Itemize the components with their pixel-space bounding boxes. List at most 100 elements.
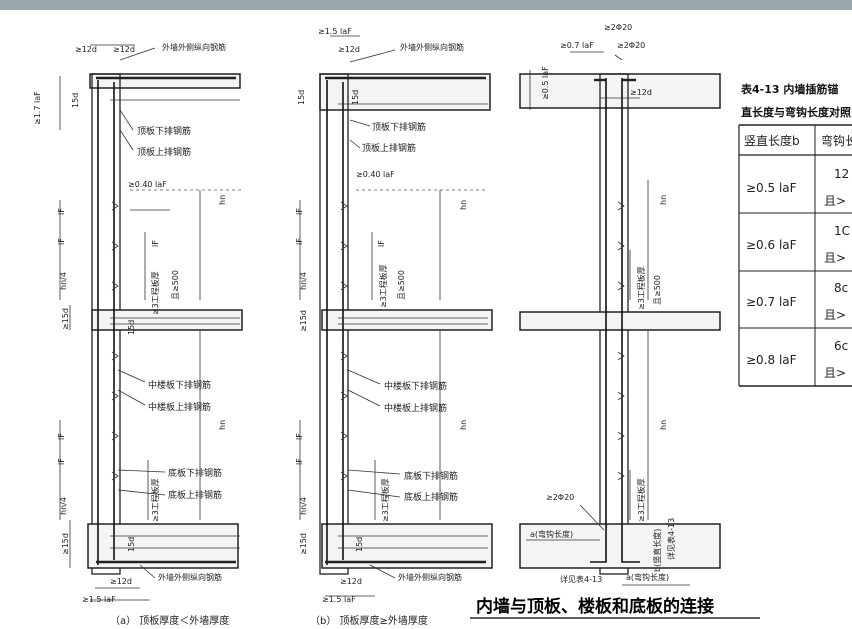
- dim-hn4-a: hn/4: [59, 272, 68, 290]
- table-row-3-a2: 且>: [824, 308, 846, 322]
- base-slab-b: [321, 523, 493, 569]
- base-slab-a: [87, 523, 239, 569]
- dim-lF-b4: lF: [295, 433, 304, 440]
- label-roof-upper-b: 顶板上排钢筋: [362, 142, 416, 154]
- dim-040-laF-b: ≥0.40 laF: [356, 170, 395, 179]
- dim-lF-a1: lF: [57, 208, 66, 215]
- label-base-upper-a: 底板上排钢筋: [168, 489, 222, 501]
- dim-hn-c: hn: [659, 195, 668, 205]
- dim-1-5-laF-a: ≥1.5 laF: [82, 595, 116, 604]
- dim-lF-b5: lF: [295, 458, 304, 465]
- dim-12d-b: ≥12d: [113, 45, 135, 54]
- dim-15d-top-b2: 15d: [351, 90, 360, 105]
- label-roof-lower-b: 顶板下排钢筋: [372, 121, 426, 133]
- label-roof-lower-a: 顶板下排钢筋: [137, 125, 191, 137]
- label-wall-outer-vertical-a: 外墙外侧纵向钢筋: [162, 42, 226, 52]
- table-row-1-b: ≥0.5 laF: [746, 181, 797, 195]
- dim-15d-base-b: ≥15d: [299, 533, 308, 555]
- dim-lF-a3: lF: [151, 240, 160, 247]
- dim-hn4-b2: hn/4: [299, 497, 308, 515]
- caption-a: （a） 顶板厚度＜外墙厚度: [110, 614, 229, 627]
- dim-15d-base-a: ≥15d: [61, 533, 70, 555]
- dim-lF-b1: lF: [295, 208, 304, 215]
- table-header-a: 弯钩长: [821, 133, 852, 148]
- label-wall-outer-vertical-b2: 外墙外侧纵向钢筋: [398, 572, 462, 582]
- anchor-note-c2: ≥3工程板厚: [636, 478, 646, 522]
- dim-hn4-b: hn/4: [299, 272, 308, 290]
- dim-1-5-laF-b: ≥1.5 laF: [318, 27, 352, 36]
- caption-b: （b） 顶板厚度≥外墙厚度: [310, 614, 428, 627]
- dim-see-table-v: 详见表4-13: [666, 518, 676, 560]
- dim-1-5-laF-b2: ≥1.5 laF: [322, 595, 356, 604]
- dim-2phi20-bottom: ≥2Φ20: [546, 493, 574, 502]
- table-row-2-a2: 且>: [824, 251, 846, 265]
- dim-12d-a: ≥12d: [75, 45, 97, 54]
- dim-15d-top-b: 15d: [297, 90, 306, 105]
- detail-b: ≥1.5 laF ≥12d 外墙外侧纵向钢筋 15d 15d 顶板下排钢筋 顶板…: [295, 27, 493, 627]
- anchor-note-b2: ≥3工程板厚: [380, 478, 390, 522]
- dim-12d-c: ≥12d: [630, 88, 652, 97]
- table-row-4-a1: 6c: [834, 339, 848, 353]
- base-slab-c: [519, 523, 721, 569]
- label-mid-upper-a: 中楼板上排钢筋: [148, 401, 211, 413]
- dim-hn-b: hn: [459, 200, 468, 210]
- dim-15d-base-a2: 15d: [127, 537, 136, 552]
- dim-500-c: 且≥500: [653, 275, 662, 305]
- dim-lF-b3: lF: [377, 240, 386, 247]
- label-wall-outer-vertical-a2: 外墙外侧纵向钢筋: [158, 572, 222, 582]
- dim-hook-len-b: a(弯钩长度): [626, 572, 669, 582]
- label-base-lower-a: 底板下排钢筋: [168, 467, 222, 479]
- table-row-2-b: ≥0.6 laF: [746, 238, 797, 252]
- dim-15d-mid-b: ≥15d: [299, 310, 308, 332]
- dim-0-5-laF: ≥0.5 laF: [541, 66, 550, 100]
- anchor-note-c: ≥3工程板厚: [636, 266, 646, 310]
- table-caption-1: 表4-13 内墙插筋锚: [740, 82, 838, 96]
- top-edge-band: [0, 0, 852, 10]
- dim-hn-a: hn: [218, 195, 227, 205]
- label-mid-lower-b: 中楼板下排钢筋: [384, 380, 447, 392]
- dim-12d-b2: ≥12d: [340, 577, 362, 586]
- dim-2phi20-c: ≥2Φ20: [604, 23, 632, 32]
- table-row-4-a2: 且>: [824, 366, 846, 380]
- table-row-3-a1: 8c: [834, 281, 848, 295]
- dim-15d-mid-a: ≥15d: [61, 308, 70, 330]
- mid-slab-c: [519, 311, 721, 331]
- dim-2phi20-top: ≥2Φ20: [617, 41, 645, 50]
- dim-lF-a5: lF: [57, 458, 66, 465]
- table-row-1-a2: 且>: [824, 194, 846, 208]
- dim-15d-a: 15d: [127, 320, 136, 335]
- dim-vertical-len-b: b(竖直长度): [652, 529, 662, 572]
- dim-12d-b1: ≥12d: [338, 45, 360, 54]
- anchor-note-a2: ≥3工程板厚: [150, 478, 160, 522]
- dim-lF-a2: lF: [57, 238, 66, 245]
- dim-15d-base-b2: 15d: [355, 537, 364, 552]
- dim-hn-a2: hn: [218, 420, 227, 430]
- roof-slab-c: [519, 73, 721, 109]
- detail-a: ≥12d ≥12d 外墙外侧纵向钢筋 ≥1.7 laF 15d 顶板下排钢筋 顶…: [33, 42, 243, 627]
- dim-040-laF-a: ≥0.40 laF: [128, 180, 167, 189]
- dim-12d-a2: ≥12d: [110, 577, 132, 586]
- dim-hn-c2: hn: [659, 420, 668, 430]
- roof-slab-b: [319, 73, 491, 111]
- drawing-title: 内墙与顶板、楼板和底板的连接: [476, 596, 714, 617]
- anchor-note-a: ≥3工程板厚: [150, 271, 160, 315]
- dim-hook-len-a: a(弯钩长度): [530, 529, 573, 539]
- dim-lF-a4: lF: [57, 433, 66, 440]
- label-roof-upper-a: 顶板上排钢筋: [137, 146, 191, 158]
- label-mid-upper-b: 中楼板上排钢筋: [384, 402, 447, 414]
- table-row-4-b: ≥0.8 laF: [746, 353, 797, 367]
- table-4-13: 表4-13 内墙插筋锚 直长度与弯钩长度对照 竖直长度b 弯钩长 ≥0.5 la…: [738, 82, 852, 387]
- detail-c: ≥0.7 laF ≥2Φ20 ≥0.5 laF ≥12d hn ≥3工程板厚 且…: [519, 23, 721, 586]
- table-header-b: 竖直长度b: [744, 133, 800, 148]
- mid-slab-a: [91, 309, 243, 331]
- dim-1-7-laF: ≥1.7 laF: [33, 91, 42, 125]
- dim-hn-b2: hn: [459, 420, 468, 430]
- anchor-note-b: ≥3工程板厚: [378, 264, 388, 308]
- label-see-table: 详见表4-13: [560, 574, 602, 584]
- table-row-3-b: ≥0.7 laF: [746, 295, 797, 309]
- label-mid-lower-a: 中楼板下排钢筋: [148, 379, 211, 391]
- roof-slab-a: [89, 73, 241, 89]
- table-row-2-a1: 1C: [834, 224, 850, 238]
- dim-hn4-a2: hn/4: [59, 497, 68, 515]
